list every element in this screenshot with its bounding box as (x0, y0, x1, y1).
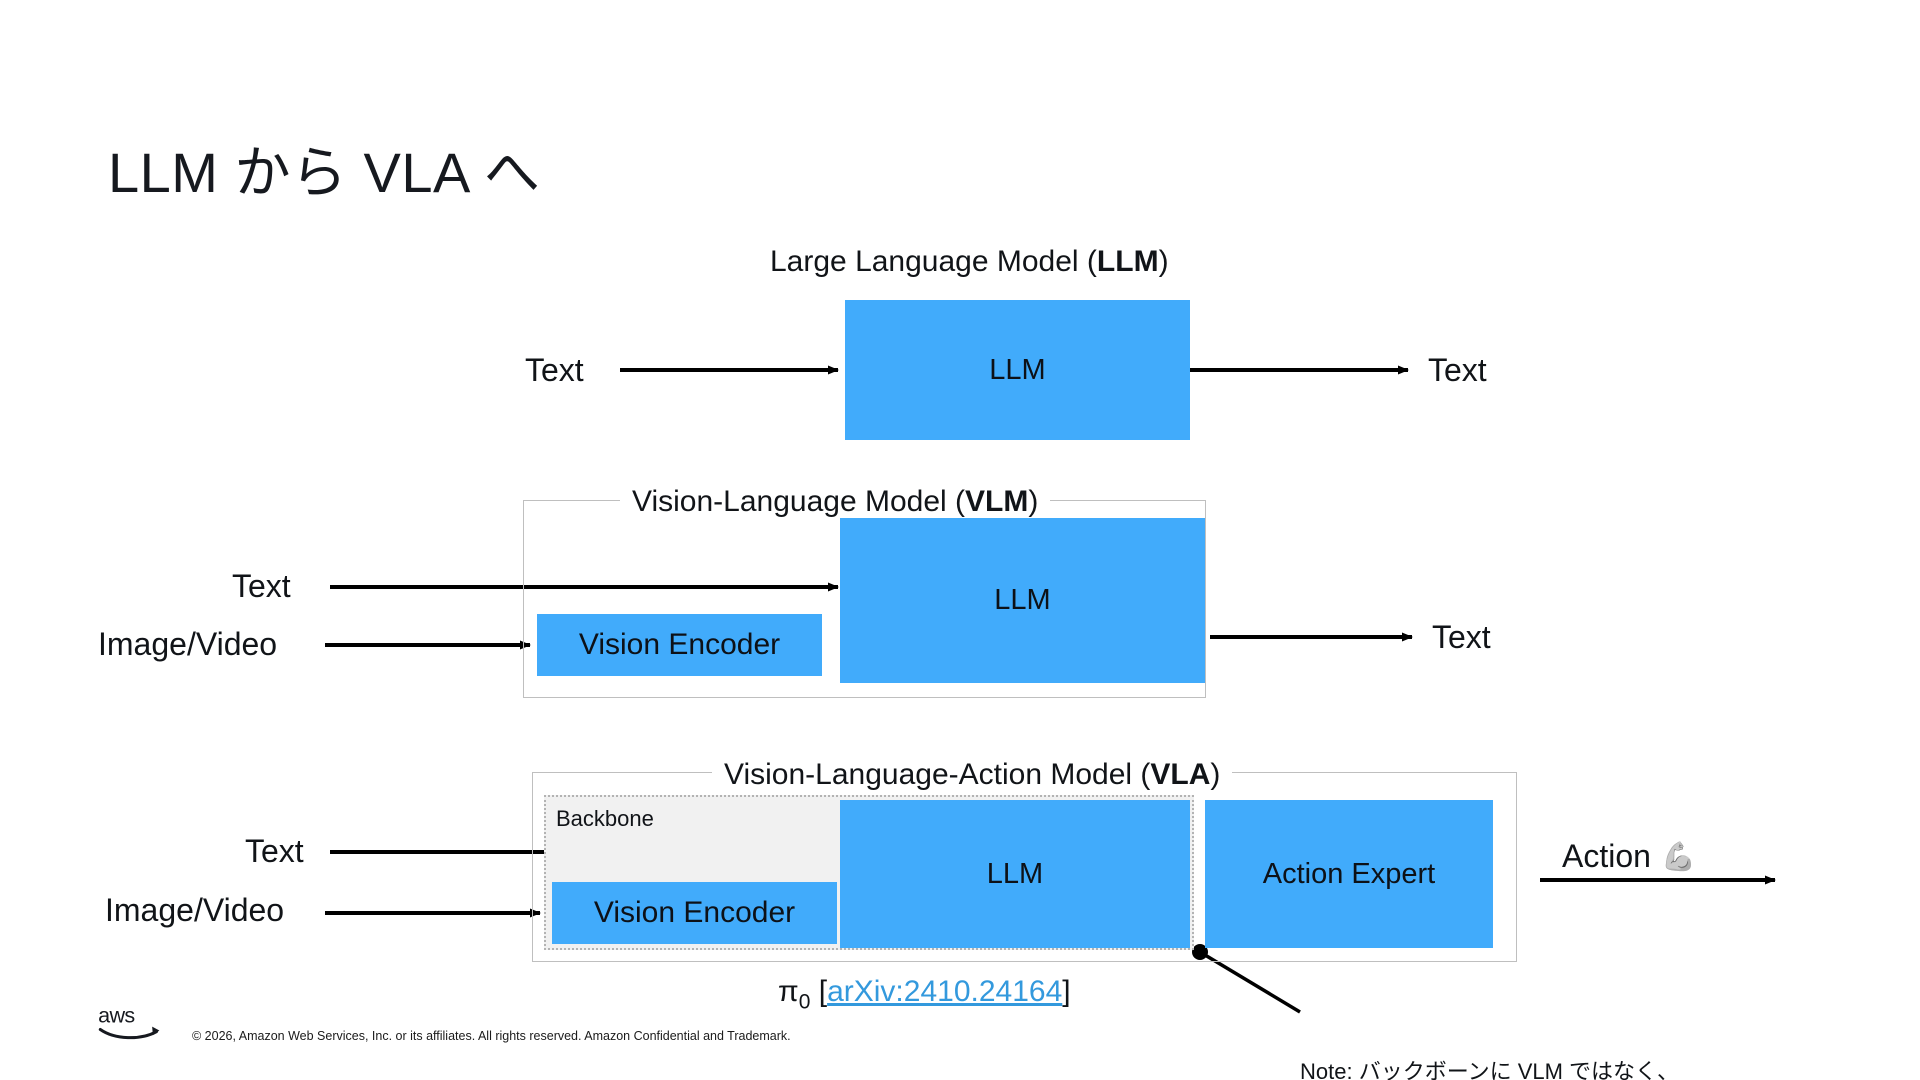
bracket-open: [ (818, 975, 828, 1008)
page-title: LLM から VLA へ (108, 141, 541, 204)
llm-heading-prefix: Large Language Model ( (770, 245, 1097, 278)
llm-input-text-label: Text (525, 352, 584, 388)
vla-vision-encoder-box: Vision Encoder (552, 882, 837, 944)
footer-copyright: © 2026, Amazon Web Services, Inc. or its… (192, 1029, 791, 1043)
svg-text:aws: aws (98, 1002, 135, 1027)
vlm-llm-box-label: LLM (994, 584, 1051, 616)
vla-heading-suffix: ) (1210, 758, 1221, 791)
vlm-vision-encoder-box: Vision Encoder (537, 614, 822, 676)
pi-symbol: π (778, 975, 799, 1008)
backbone-note-line1: Note: バックボーンに VLM ではなく、 (1300, 1058, 1680, 1080)
vla-llm-box: LLM (840, 800, 1190, 948)
vla-heading-prefix: Vision-Language-Action Model ( (724, 758, 1151, 791)
vla-heading-bold: VLA (1150, 758, 1211, 791)
bracket-close: ] (1062, 975, 1071, 1008)
llm-section-heading: Large Language Model (LLM) (770, 245, 1169, 279)
llm-output-text-label: Text (1428, 352, 1487, 388)
vla-output-action-text: Action (1562, 838, 1651, 874)
backbone-note: Note: バックボーンに VLM ではなく、 動画基盤モデルや世界モデルを使う… (1300, 992, 1784, 1080)
vlm-heading-suffix: ) (1028, 485, 1039, 518)
flexed-biceps-icon: 💪 (1660, 841, 1696, 872)
paper-caption: π0 [arXiv:2410.24164] (778, 975, 1071, 1014)
vlm-input-image-video-label: Image/Video (98, 626, 278, 662)
pi-subscript: 0 (798, 990, 811, 1014)
vlm-heading-prefix: Vision-Language Model ( (632, 485, 966, 518)
vla-llm-box-label: LLM (986, 857, 1044, 890)
vla-input-image-video-label: Image/Video (105, 892, 285, 928)
llm-heading-suffix: ) (1158, 245, 1169, 278)
vlm-output-text-label: Text (1432, 619, 1491, 655)
llm-heading-bold: LLM (1096, 245, 1159, 278)
vla-backbone-label: Backbone (556, 806, 654, 831)
vlm-input-text-label: Text (232, 568, 291, 604)
vlm-section-heading: Vision-Language Model (VLM) (620, 485, 1051, 518)
vlm-llm-box: LLM (840, 518, 1205, 683)
vla-action-expert-label: Action Expert (1262, 857, 1436, 890)
llm-model-box-label: LLM (989, 353, 1046, 386)
aws-logo: aws (98, 1002, 160, 1040)
vla-action-expert-box: Action Expert (1205, 800, 1493, 948)
vla-vision-encoder-label: Vision Encoder (593, 896, 796, 929)
vlm-vision-encoder-label: Vision Encoder (578, 628, 781, 661)
vla-section-heading: Vision-Language-Action Model (VLA) (712, 758, 1233, 791)
vla-input-text-label: Text (245, 833, 304, 869)
arxiv-link[interactable]: arXiv:2410.24164 (827, 975, 1063, 1008)
llm-model-box: LLM (845, 300, 1190, 440)
vla-output-action-label: Action 💪 (1562, 838, 1696, 875)
vlm-heading-bold: VLM (965, 485, 1029, 518)
